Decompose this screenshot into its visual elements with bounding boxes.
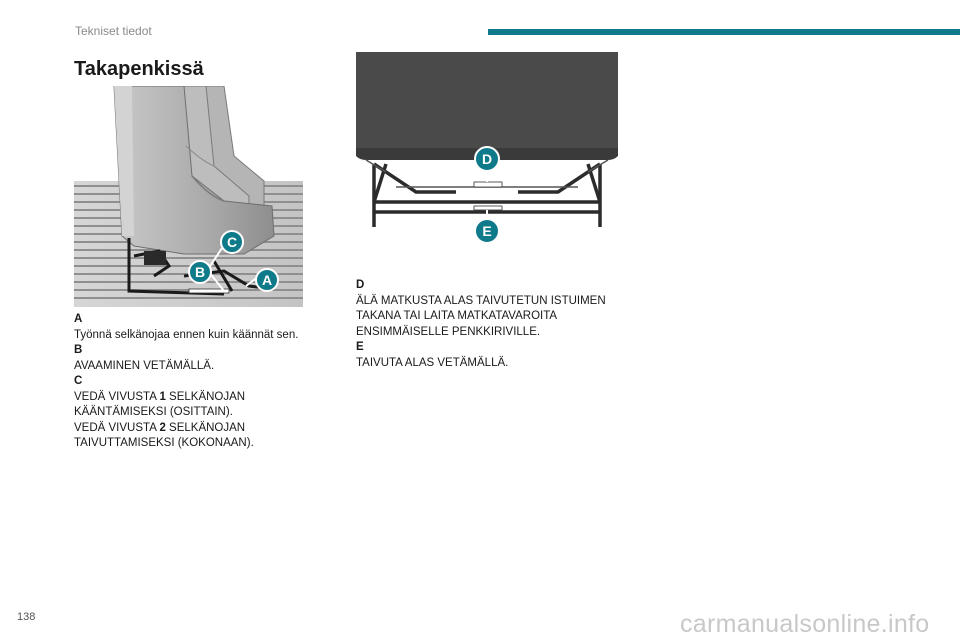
- seat-frame-illustration: D E: [356, 52, 618, 244]
- svg-text:C: C: [227, 234, 237, 250]
- legend-text-e: TAIVUTA ALAS VETÄMÄLLÄ.: [356, 356, 509, 369]
- legend-text-d: ÄLÄ MATKUSTA ALAS TAIVUTETUN ISTUIMEN TA…: [356, 294, 606, 338]
- watermark: carmanualsonline.info: [680, 610, 930, 638]
- svg-text:A: A: [262, 272, 272, 288]
- lever-number-1: 1: [159, 390, 166, 403]
- legend-text-c2: VEDÄ VIVUSTA 2 SELKÄNOJAN TAIVUTTAMISEKS…: [74, 421, 254, 450]
- svg-text:D: D: [482, 151, 492, 167]
- legend-text-a: Työnnä selkänojaa ennen kuin käännät sen…: [74, 328, 299, 341]
- lever-number-2: 2: [159, 421, 166, 434]
- running-header: Tekniset tiedot: [75, 24, 152, 38]
- legend-label-c: C: [74, 375, 83, 387]
- callout-b: B: [188, 260, 212, 284]
- legend-label-a: A: [74, 313, 83, 325]
- legend-label-d: D: [356, 279, 365, 291]
- legend-text-c1: VEDÄ VIVUSTA 1 SELKÄNOJAN KÄÄNTÄMISEKSI …: [74, 390, 246, 419]
- page-number: 138: [17, 611, 36, 623]
- callout-a: A: [255, 268, 279, 292]
- callout-d: D: [474, 146, 500, 172]
- callout-e: E: [474, 218, 500, 244]
- legend-column-left: A Työnnä selkänojaa ennen kuin käännät s…: [74, 312, 334, 452]
- legend-label-e: E: [356, 341, 364, 353]
- header-accent-bar: [488, 29, 960, 35]
- rear-seat-illustration: C B A: [74, 85, 303, 307]
- section-title: Takapenkissä: [74, 58, 204, 80]
- legend-column-right: D ÄLÄ MATKUSTA ALAS TAIVUTETUN ISTUIMEN …: [356, 278, 636, 371]
- svg-text:B: B: [195, 264, 205, 280]
- legend-text-b: AVAAMINEN VETÄMÄLLÄ.: [74, 359, 215, 372]
- callout-c: C: [220, 230, 244, 254]
- legend-label-b: B: [74, 344, 83, 356]
- svg-text:E: E: [482, 223, 491, 239]
